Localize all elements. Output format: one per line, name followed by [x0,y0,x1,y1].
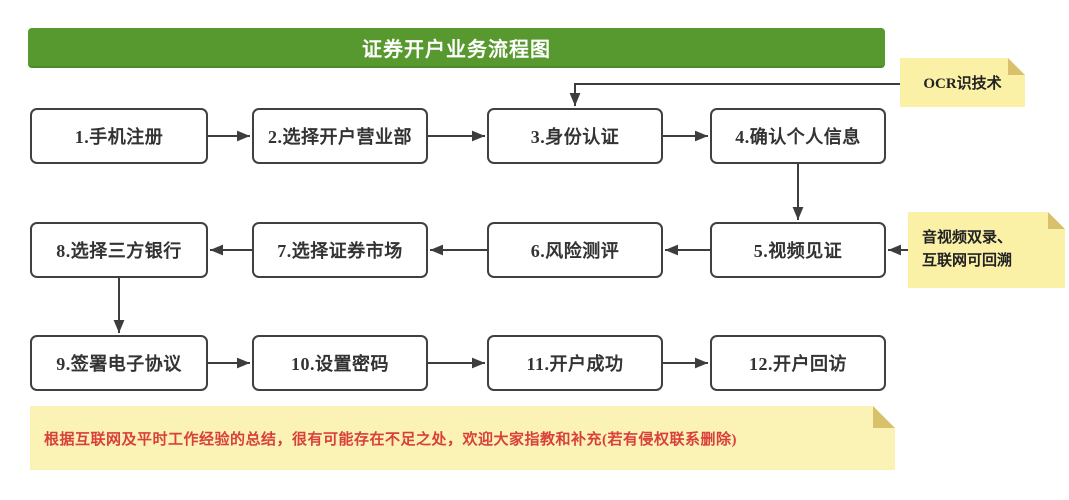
flow-step-5-label: 5.视频见证 [753,241,843,261]
flow-step-7-label: 7.选择证券市场 [277,241,403,261]
flow-step-2: 2.选择开户营业部 [252,108,428,164]
arrow-ocr-to-3 [569,83,900,106]
flow-step-12-label: 12.开户回访 [749,354,847,374]
flow-step-1: 1.手机注册 [30,108,208,164]
flow-step-9-label: 9.签署电子协议 [56,354,182,374]
flow-step-10: 10.设置密码 [252,335,428,391]
footer-banner: 根据互联网及平时工作经验的总结，很有可能存在不足之处，欢迎大家指教和补充(若有侵… [30,406,895,470]
flow-step-8: 8.选择三方银行 [30,222,208,278]
footer-banner-text: 根据互联网及平时工作经验的总结，很有可能存在不足之处，欢迎大家指教和补充(若有侵… [44,431,737,448]
flow-step-3-label: 3.身份认证 [530,127,620,147]
sticky-note-ocr-text: OCR识技术 [923,76,1002,92]
folded-corner-icon [1048,212,1065,229]
flow-step-7: 7.选择证券市场 [252,222,428,278]
flow-step-4-label: 4.确认个人信息 [735,127,861,147]
sticky-note-video: 音视频双录、 互联网可回溯 [908,212,1065,288]
sticky-note-video-line1: 音视频双录、 [922,229,1013,246]
diagram-title: 证券开户业务流程图 [362,38,551,61]
flow-step-9: 9.签署电子协议 [30,335,208,391]
flow-step-11: 11.开户成功 [487,335,663,391]
flow-step-2-label: 2.选择开户营业部 [268,127,412,147]
diagram-title-bar: 证券开户业务流程图 [28,28,885,68]
flow-step-10-label: 10.设置密码 [291,354,389,374]
flow-step-12: 12.开户回访 [710,335,886,391]
flow-step-3: 3.身份认证 [487,108,663,164]
flow-step-11-label: 11.开户成功 [526,354,624,374]
flow-step-6-label: 6.风险测评 [530,241,620,261]
folded-corner-icon [1008,58,1025,75]
flow-step-6: 6.风险测评 [487,222,663,278]
flow-step-1-label: 1.手机注册 [74,127,164,147]
flow-step-5: 5.视频见证 [710,222,886,278]
sticky-note-ocr: OCR识技术 [900,58,1025,107]
sticky-note-video-line2: 互联网可回溯 [922,253,1013,269]
flow-step-8-label: 8.选择三方银行 [56,241,182,261]
flow-step-4: 4.确认个人信息 [710,108,886,164]
folded-corner-icon [873,406,895,428]
